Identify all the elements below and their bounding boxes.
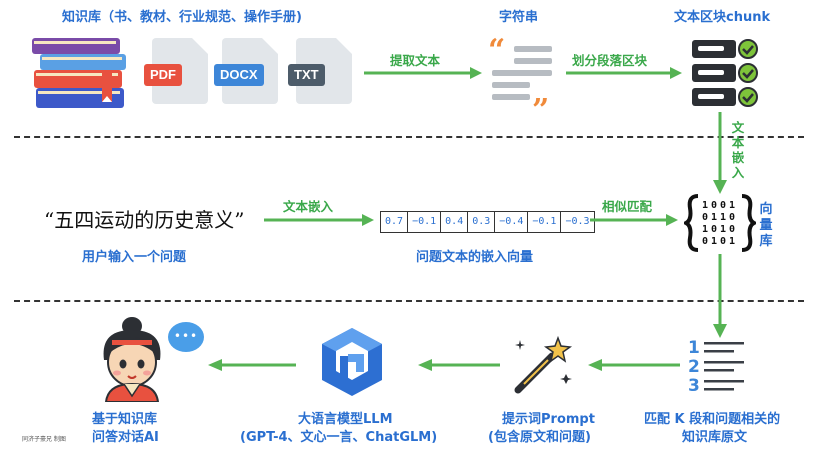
svg-text:“: “ bbox=[488, 36, 505, 68]
question-text: “五四运动的历史意义” bbox=[44, 208, 245, 232]
prompt-label-line1: 提示词Prompt bbox=[502, 412, 595, 427]
list-lines bbox=[704, 342, 744, 391]
qa-label-line2: 问答对话AI bbox=[92, 430, 159, 445]
vector-value: −0.3 bbox=[565, 216, 590, 227]
vector-value: 0.4 bbox=[441, 212, 469, 232]
llm-label-line1: 大语言模型LLM bbox=[298, 412, 393, 427]
user-question-label: 用户输入一个问题 bbox=[82, 250, 187, 265]
svg-text:1: 1 bbox=[711, 236, 717, 247]
prompt-label-line2: (包含原文和问题) bbox=[488, 430, 591, 445]
svg-text:”: ” bbox=[532, 93, 549, 112]
separator-1 bbox=[14, 136, 804, 138]
question-vector-label: 问题文本的嵌入向量 bbox=[416, 250, 534, 265]
arrow-to-llm bbox=[418, 359, 500, 371]
embed-question-edge-label: 文本嵌入 bbox=[283, 199, 334, 214]
svg-text:0: 0 bbox=[711, 200, 717, 211]
docx-document-icon: DOCX bbox=[214, 38, 278, 104]
txt-tag: TXT bbox=[288, 64, 325, 86]
arrow-to-chunks bbox=[566, 67, 682, 79]
knowledge-base-label: 知识库（书、教材、行业规范、操作手册) bbox=[62, 10, 302, 25]
docx-tag: DOCX bbox=[214, 64, 264, 86]
books-icon bbox=[32, 38, 126, 108]
arrow-to-question-vector bbox=[264, 214, 374, 226]
svg-text:1: 1 bbox=[720, 224, 726, 235]
extract-text-edge-label: 提取文本 bbox=[390, 53, 441, 68]
vector-value: −0.4 bbox=[495, 212, 529, 232]
txt-document-icon: TXT bbox=[288, 38, 352, 104]
svg-text:1: 1 bbox=[711, 212, 717, 223]
svg-text:0: 0 bbox=[729, 212, 735, 223]
speech-bubble-icon: ••• bbox=[168, 322, 204, 352]
ai-character-avatar-icon bbox=[103, 317, 161, 402]
vector-value: 0.3 bbox=[468, 212, 496, 232]
chunks-icon bbox=[692, 39, 758, 107]
embed-chunks-text: 文本嵌入 bbox=[731, 120, 745, 180]
embed-chunks-edge-label: 文本嵌入 bbox=[730, 120, 746, 180]
vector-value: −0.1 bbox=[408, 212, 442, 232]
vector-db-label: 向量库 bbox=[758, 202, 774, 250]
svg-text:1: 1 bbox=[720, 212, 726, 223]
svg-text:0: 0 bbox=[711, 224, 717, 235]
pdf-document-icon: PDF bbox=[144, 38, 208, 104]
svg-text:0: 0 bbox=[729, 224, 735, 235]
pdf-tag: PDF bbox=[144, 64, 182, 86]
list-number: 2 bbox=[688, 357, 700, 377]
vector-value: −0.1 bbox=[528, 212, 562, 232]
split-chunks-edge-label: 划分段落区块 bbox=[572, 53, 648, 68]
vector-db-text: 向量库 bbox=[759, 202, 773, 249]
llm-label-line2: (GPT-4、文心一言、ChatGLM) bbox=[240, 430, 438, 445]
svg-text:1: 1 bbox=[729, 236, 735, 247]
numbered-list-icon: 1 2 3 bbox=[688, 338, 748, 398]
match-label-line2: 知识库原文 bbox=[682, 430, 748, 445]
arrow-to-qa bbox=[208, 359, 296, 371]
list-number: 3 bbox=[688, 376, 700, 396]
footer-credit: 同济子豪兄 制图 bbox=[22, 436, 66, 443]
list-number: 1 bbox=[688, 338, 700, 358]
arrow-down-to-match bbox=[713, 254, 727, 338]
svg-text:0: 0 bbox=[702, 236, 708, 247]
similarity-match-edge-label: 相似匹配 bbox=[602, 199, 653, 214]
svg-text:1: 1 bbox=[702, 224, 708, 235]
llm-logo-icon bbox=[322, 328, 382, 396]
svg-text:1: 1 bbox=[729, 200, 735, 211]
magic-wand-icon bbox=[514, 335, 573, 394]
vector-value: 0.7 bbox=[381, 212, 409, 232]
svg-text:0: 0 bbox=[702, 212, 708, 223]
arrow-to-string bbox=[364, 67, 482, 79]
separator-2 bbox=[14, 300, 804, 302]
string-label: 字符串 bbox=[499, 10, 539, 25]
match-label-line1: 匹配 K 段和问题相关的 bbox=[644, 412, 781, 427]
qa-label-line1: 基于知识库 bbox=[92, 412, 158, 427]
svg-text:0: 0 bbox=[720, 200, 726, 211]
quote-text-icon: “ ” bbox=[488, 36, 552, 112]
question-vector: 0.7 −0.1 0.4 0.3 −0.4 −0.1 −0.3 bbox=[380, 211, 595, 233]
svg-text:1: 1 bbox=[702, 200, 708, 211]
arrow-to-vector-db bbox=[590, 214, 678, 226]
arrow-to-prompt bbox=[588, 359, 680, 371]
svg-text:0: 0 bbox=[720, 236, 726, 247]
arrow-down-to-vector-db bbox=[713, 112, 727, 194]
chunks-label: 文本区块chunk bbox=[674, 10, 771, 25]
